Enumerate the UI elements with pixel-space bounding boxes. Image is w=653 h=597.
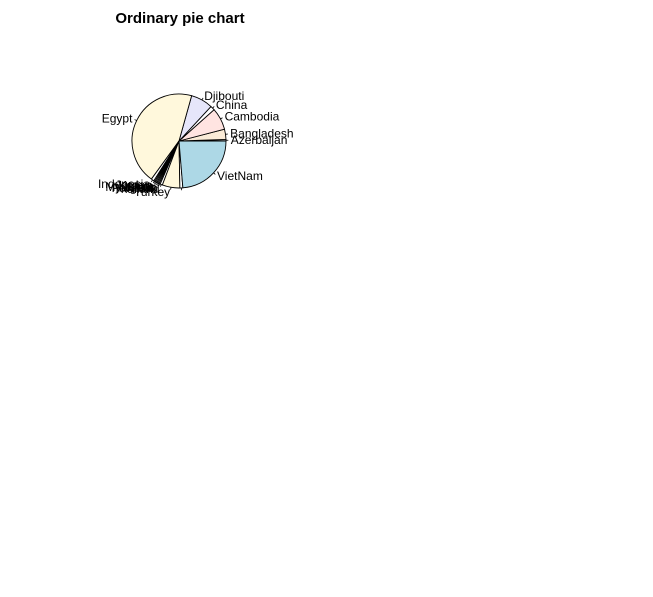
- pie-tick-cambodia-2: [220, 117, 223, 120]
- pie-tick-vietnam-16: [213, 172, 216, 175]
- pie-label-myanmar: Myanmar: [105, 180, 155, 194]
- pie-label-thailand: Thailand: [113, 182, 159, 196]
- pie-tick-kenya-8: [153, 181, 156, 184]
- pie-label-ticks: [134, 97, 229, 191]
- pie-tick-djibouti-4: [201, 97, 204, 101]
- pie-label-cambodia: Cambodia: [225, 110, 280, 124]
- pie-tick-pakistan-12: [158, 183, 161, 187]
- pie-slice-vietnam-16: [178, 140, 227, 189]
- pie-label-turkey: Turkey: [134, 185, 170, 199]
- pie-tick-jordan-7: [152, 180, 155, 184]
- pie-label-egypt: Egypt: [102, 112, 133, 126]
- pie-label-azerbaijan: Azerbaijan: [231, 133, 288, 147]
- pie-label-laos: Laos: [128, 179, 154, 193]
- pie-tick-china-3: [212, 106, 215, 109]
- pie-label-vietnam: VietNam: [217, 169, 263, 183]
- chart-title: Ordinary pie chart: [115, 10, 244, 27]
- pie-slice-egypt-5: [131, 93, 193, 180]
- pie-tick-indonesia-6: [150, 179, 153, 183]
- pie-tick-nigeria-11: [157, 183, 159, 186]
- pie-tick-myanmar-10: [156, 182, 158, 186]
- pie-tick-egypt-5: [134, 119, 137, 121]
- pie-tick-thailand-13: [160, 184, 162, 187]
- pie-label-djibouti: Djibouti: [204, 89, 244, 103]
- pie-tick-laos-9: [154, 182, 157, 185]
- pie-slices: [131, 93, 227, 189]
- pie-label-jordan: Jordan: [115, 178, 152, 192]
- pie-label-indonesia: Indonesia: [98, 177, 150, 191]
- pie-label-pakistan: Pakistan: [112, 181, 158, 195]
- pie-label-nigeria: Nigeria: [119, 181, 157, 195]
- pie-label-bangladesh: Bangladesh: [230, 127, 293, 141]
- pie-label-china: China: [216, 98, 248, 112]
- pie-label-kenya: Kenya: [119, 179, 153, 193]
